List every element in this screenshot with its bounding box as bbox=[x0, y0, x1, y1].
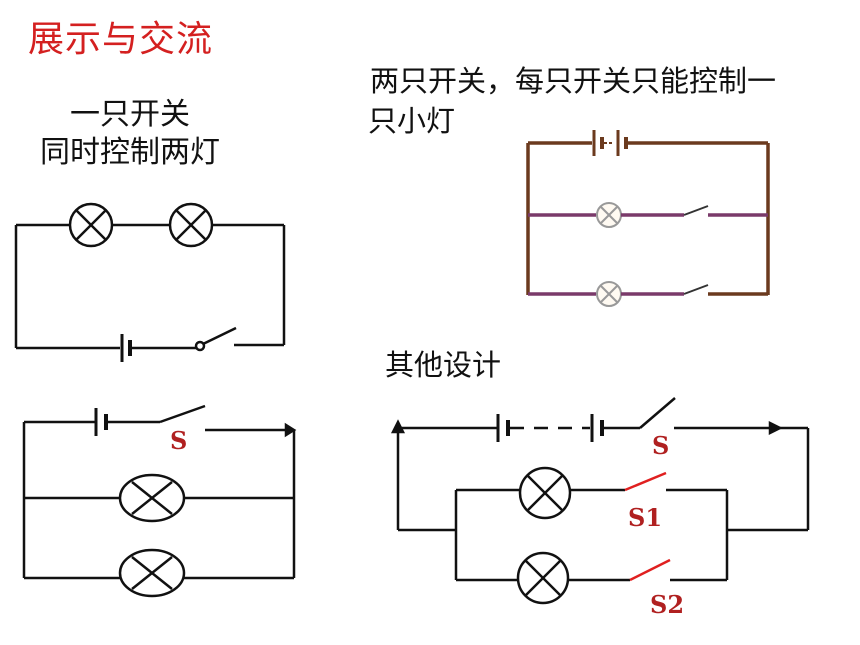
lamp-icon bbox=[516, 551, 570, 605]
diagram4-switch-label-s: S bbox=[652, 431, 669, 460]
arrow-icon bbox=[284, 422, 297, 438]
page-title: 展示与交流 bbox=[28, 19, 214, 60]
diagram1-caption-line2: 同时控制两灯 bbox=[40, 135, 220, 170]
lamp-icon bbox=[68, 202, 114, 248]
battery-icon bbox=[496, 414, 604, 442]
diagram4-switch-label-s1: S1 bbox=[628, 503, 662, 532]
diagram4-switch-label-s2: S2 bbox=[650, 590, 684, 619]
lamp-icon bbox=[118, 548, 186, 598]
diagram3-switch-label: S bbox=[170, 426, 187, 455]
switch-icon bbox=[683, 284, 709, 295]
battery-icon bbox=[94, 408, 108, 436]
battery-icon bbox=[592, 130, 628, 156]
lamp-icon bbox=[596, 202, 622, 228]
lamp-icon bbox=[596, 281, 622, 307]
switch-icon bbox=[624, 471, 667, 492]
switch-icon bbox=[159, 404, 206, 424]
switch-icon bbox=[639, 397, 676, 429]
arrow-icon bbox=[768, 420, 783, 436]
switch-icon bbox=[629, 558, 671, 582]
lamp-icon bbox=[518, 466, 572, 520]
diagram1-series-circuit bbox=[14, 202, 286, 362]
diagram2-parallel-circuit bbox=[526, 130, 770, 307]
lamp-icon bbox=[118, 473, 186, 523]
diagram4-parallel-circuit bbox=[390, 397, 810, 605]
diagram1-caption: 一只开关 同时控制两灯 bbox=[40, 96, 220, 172]
diagram1-caption-line1: 一只开关 bbox=[70, 97, 190, 132]
battery-icon bbox=[120, 334, 132, 362]
diagram3-parallel-circuit bbox=[22, 404, 297, 598]
lamp-icon bbox=[168, 202, 214, 248]
switch-icon bbox=[683, 205, 709, 216]
switch-icon bbox=[202, 326, 237, 346]
diagram2-caption-line2: 只小灯 bbox=[368, 104, 456, 138]
diagram2-caption-line1: 两只开关，每只开关只能控制一 bbox=[370, 64, 777, 98]
diagram4-caption: 其他设计 bbox=[385, 348, 502, 382]
switch-pivot bbox=[194, 340, 206, 352]
